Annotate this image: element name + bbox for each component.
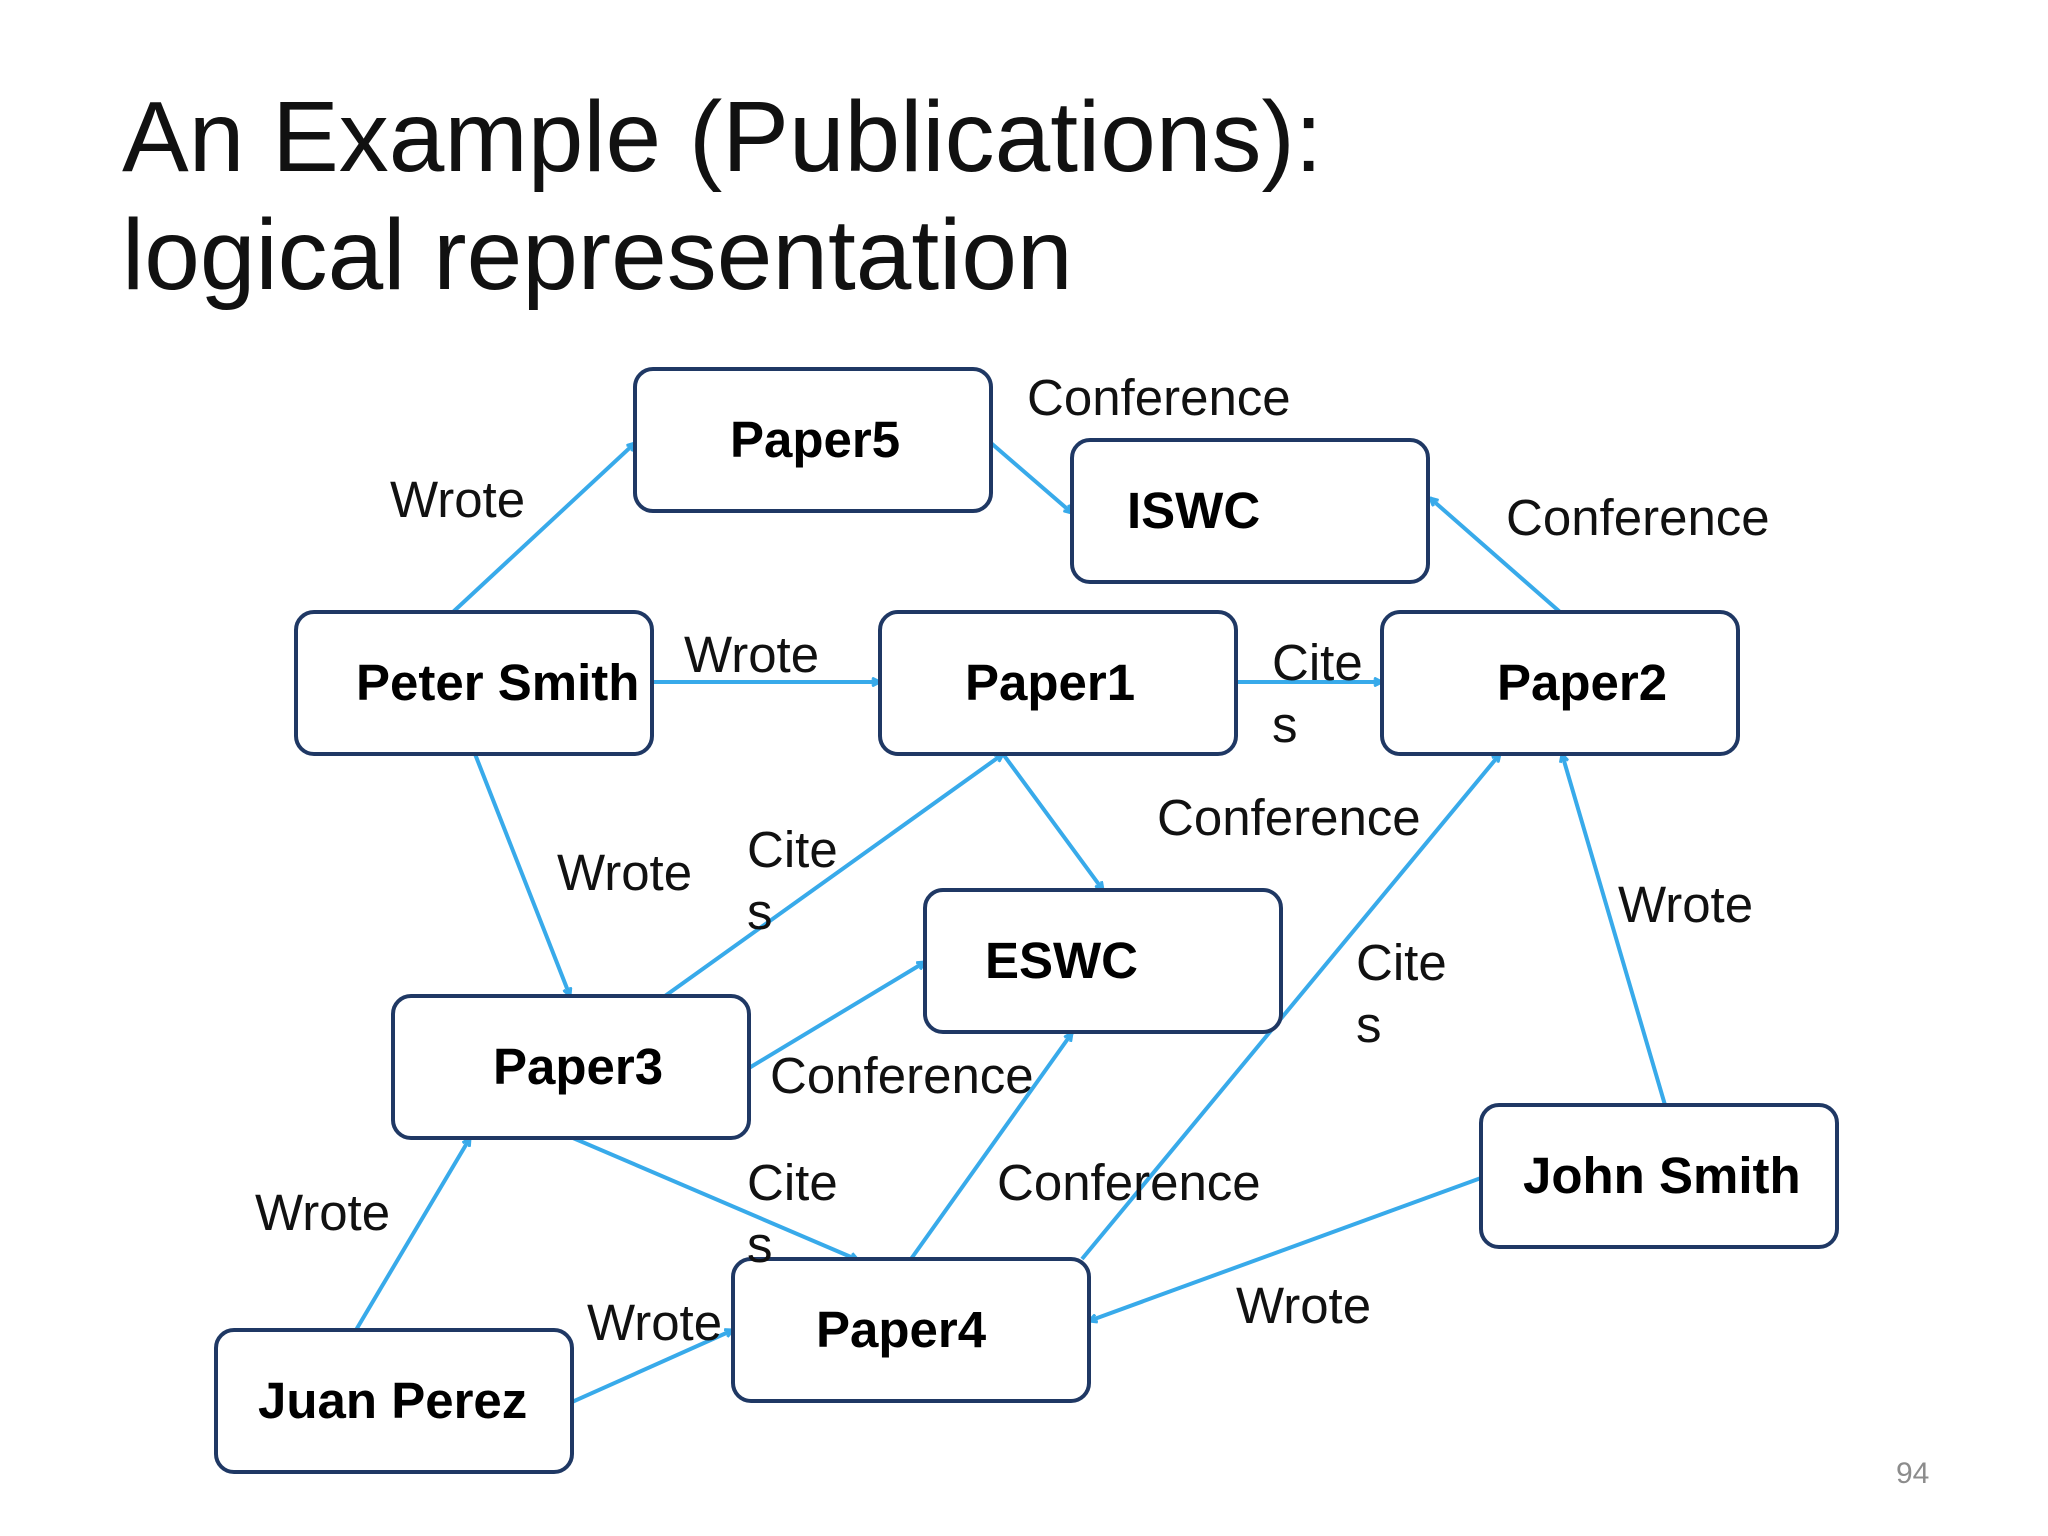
node-peter: Peter Smith (294, 610, 654, 756)
node-label-paper4: Paper4 (816, 1301, 987, 1358)
edges-layer (354, 441, 1667, 1404)
node-john: John Smith (1479, 1103, 1839, 1249)
node-box-john (1479, 1103, 1839, 1249)
node-paper4: Paper4 (731, 1257, 1091, 1403)
edge-paper4-to-eswc (909, 1033, 1072, 1261)
edge-label-paper4-to-eswc: Conference (997, 1154, 1261, 1211)
edge-label-paper5-to-iswc: Conference (1027, 369, 1291, 426)
node-box-eswc (923, 888, 1283, 1034)
node-box-paper4 (731, 1257, 1091, 1403)
slide-title: An Example (Publications): logical repre… (122, 78, 1323, 314)
edge-paper3-to-paper1 (663, 754, 1003, 998)
node-box-iswc (1070, 438, 1430, 584)
edge-juan-to-paper3 (354, 1138, 472, 1332)
edge-paper3-to-paper4 (572, 1136, 858, 1260)
node-box-peter (294, 610, 654, 756)
edge-paper5-to-iswc (989, 441, 1072, 513)
node-box-paper5 (633, 367, 993, 513)
slide-title-line1: An Example (Publications): (122, 81, 1323, 193)
edge-label-juan-to-paper4: Wrote (587, 1294, 722, 1351)
edge-paper4-to-paper2 (1080, 754, 1500, 1261)
edge-label-john-to-paper2: Wrote (1618, 876, 1753, 933)
edge-label-john-to-paper4: Wrote (1236, 1277, 1371, 1334)
edge-paper3-to-eswc (747, 962, 925, 1070)
node-paper5: Paper5 (633, 367, 993, 513)
node-label-eswc: ESWC (985, 932, 1138, 989)
node-eswc: ESWC (923, 888, 1283, 1034)
node-box-paper1 (878, 610, 1238, 756)
node-label-paper1: Paper1 (965, 654, 1135, 711)
node-box-paper3 (391, 994, 751, 1140)
edge-paper2-to-iswc (1430, 498, 1562, 614)
slide-title-line2: logical representation (122, 199, 1073, 311)
edge-peter-to-paper3 (473, 753, 570, 996)
node-label-paper2: Paper2 (1497, 654, 1667, 711)
node-iswc: ISWC (1070, 438, 1430, 584)
page-number: 94 (1896, 1457, 1930, 1490)
edge-label-juan-to-paper3: Wrote (255, 1184, 390, 1241)
node-label-paper5: Paper5 (730, 411, 900, 468)
node-paper3: Paper3 (391, 994, 751, 1140)
edge-label-paper3-to-eswc: Conference (770, 1047, 1034, 1104)
edge-juan-to-paper4 (571, 1330, 733, 1404)
edge-label-paper1-to-eswc: Conference (1157, 789, 1421, 846)
node-juan: Juan Perez (214, 1328, 574, 1474)
edge-john-to-paper2 (1562, 754, 1667, 1106)
node-box-paper2 (1380, 610, 1740, 756)
edge-label-paper2-to-iswc: Conference (1506, 489, 1770, 546)
node-box-juan (214, 1328, 574, 1474)
node-label-paper3: Paper3 (493, 1038, 663, 1095)
node-label-iswc: ISWC (1127, 482, 1260, 539)
edge-label-peter-to-paper1: Wrote (684, 626, 819, 683)
node-label-peter: Peter Smith (356, 654, 639, 711)
edge-label-peter-to-paper5: Wrote (390, 471, 525, 528)
edge-paper1-to-eswc (1001, 752, 1103, 890)
node-label-john: John Smith (1523, 1147, 1801, 1204)
edge-john-to-paper4 (1089, 1176, 1482, 1321)
node-paper2: Paper2 (1380, 610, 1740, 756)
edge-label-peter-to-paper3: Wrote (557, 844, 692, 901)
node-paper1: Paper1 (878, 610, 1238, 756)
edge-peter-to-paper5 (451, 443, 635, 614)
node-label-juan: Juan Perez (258, 1372, 527, 1429)
